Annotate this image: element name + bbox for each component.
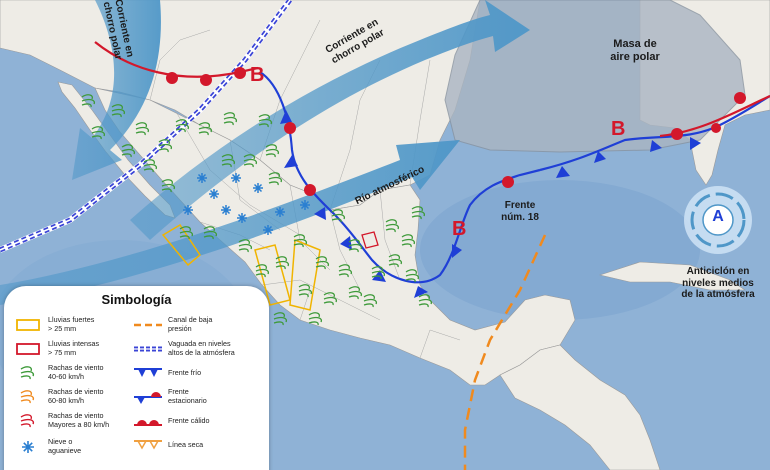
central-america-land [499,344,661,470]
polar-air-mass [444,0,746,153]
legend-item-label: Lluvias fuertes > 25 mm [48,315,95,333]
polar-air-mass-label: Masa de aire polar [610,38,660,63]
anticyclone-icon [684,186,752,254]
stationary-front-18-triangles [556,137,701,178]
legend-item: Canal de baja presión [132,315,256,334]
upper-trough-line [0,0,293,253]
stationary-front-icon [132,388,164,406]
warm-front-icon [132,412,164,430]
green-wind-icon [12,364,44,382]
gulf-deep [420,180,700,320]
wind-gust-icons [81,94,433,326]
legend-item: Vaguada en niveles altos de la atmósfera [132,339,256,358]
legend-item-label: Frente cálido [168,415,210,425]
warm-front-north-semicircles [166,67,246,86]
legend-title: Simbología [101,292,172,307]
snow-icons [183,173,310,235]
stationary-front-18 [539,95,770,172]
anticyclone-center-label: A [712,208,724,225]
legend-item: Frente cálido [132,412,256,430]
low-pressure-canal [463,234,547,470]
legend-item-label: Lluvias intensas > 75 mm [48,339,100,357]
stationary-front-18-semicircles [671,92,746,140]
dashed-orange-line-icon [132,316,164,334]
double-dashed-line-icon [132,340,164,358]
legend-item: Nieve o aguanieve [12,437,136,456]
red-wind-icon [12,412,44,430]
front-red-dots-mexico [284,122,514,196]
legend-item-label: Línea seca [168,439,204,449]
legend-item: Rachas de viento 40-60 km/h [12,363,136,382]
anticyclone-label: Anticiclón en niveles medios de la atmós… [681,266,755,300]
legend-item: Rachas de viento 60-80 km/h [12,387,136,406]
orange-wind-icon [12,388,44,406]
legend-item-label: Frente estacionario [168,387,207,405]
legend-item-label: Frente frío [168,367,202,377]
legend-item-label: Rachas de viento 40-60 km/h [48,363,104,381]
intense-rain-area [361,231,379,249]
legend-item: Rachas de viento Mayores a 80 km/h [12,411,136,430]
jet-stream-left-arrow [72,0,161,180]
legend-item-label: Canal de baja presión [168,315,213,333]
legend-item: Lluvias fuertes > 25 mm [12,315,136,334]
legend-item: Frente frío [132,364,256,382]
low-pressure-marker: B [452,218,467,240]
cuba-land [598,261,746,291]
legend-item-label: Vaguada en niveles altos de la atmósfera [168,339,235,357]
jet-stream-right-arrow [130,0,530,240]
cold-front-mexico-triangles [280,110,462,298]
legend-panel: Simbología Lluvias fuertes > 25 mm Lluvi… [4,286,269,470]
legend-item-label: Rachas de viento 60-80 km/h [48,387,104,405]
legend-item-label: Rachas de viento Mayores a 80 km/h [48,411,110,429]
legend-item: Frente estacionario [132,387,256,406]
dry-line-icon [132,436,164,454]
warm-front-north [94,41,259,78]
legend-item-label: Nieve o aguanieve [48,437,82,455]
low-pressure-marker: B [611,118,626,140]
yellow-outline-box-icon [12,316,44,334]
legend-item: Línea seca [132,436,256,454]
atmospheric-river-arrow [0,140,460,305]
heavy-rain-areas [161,223,321,311]
cold-front-icon [132,364,164,382]
red-outline-box-icon [12,340,44,358]
legend-item: Lluvias intensas > 75 mm [12,339,136,358]
front-label: Frente núm. 18 [501,200,539,223]
low-pressure-marker: B [250,64,265,86]
cold-front-mexico [259,71,541,284]
snowflake-icon [12,438,44,456]
